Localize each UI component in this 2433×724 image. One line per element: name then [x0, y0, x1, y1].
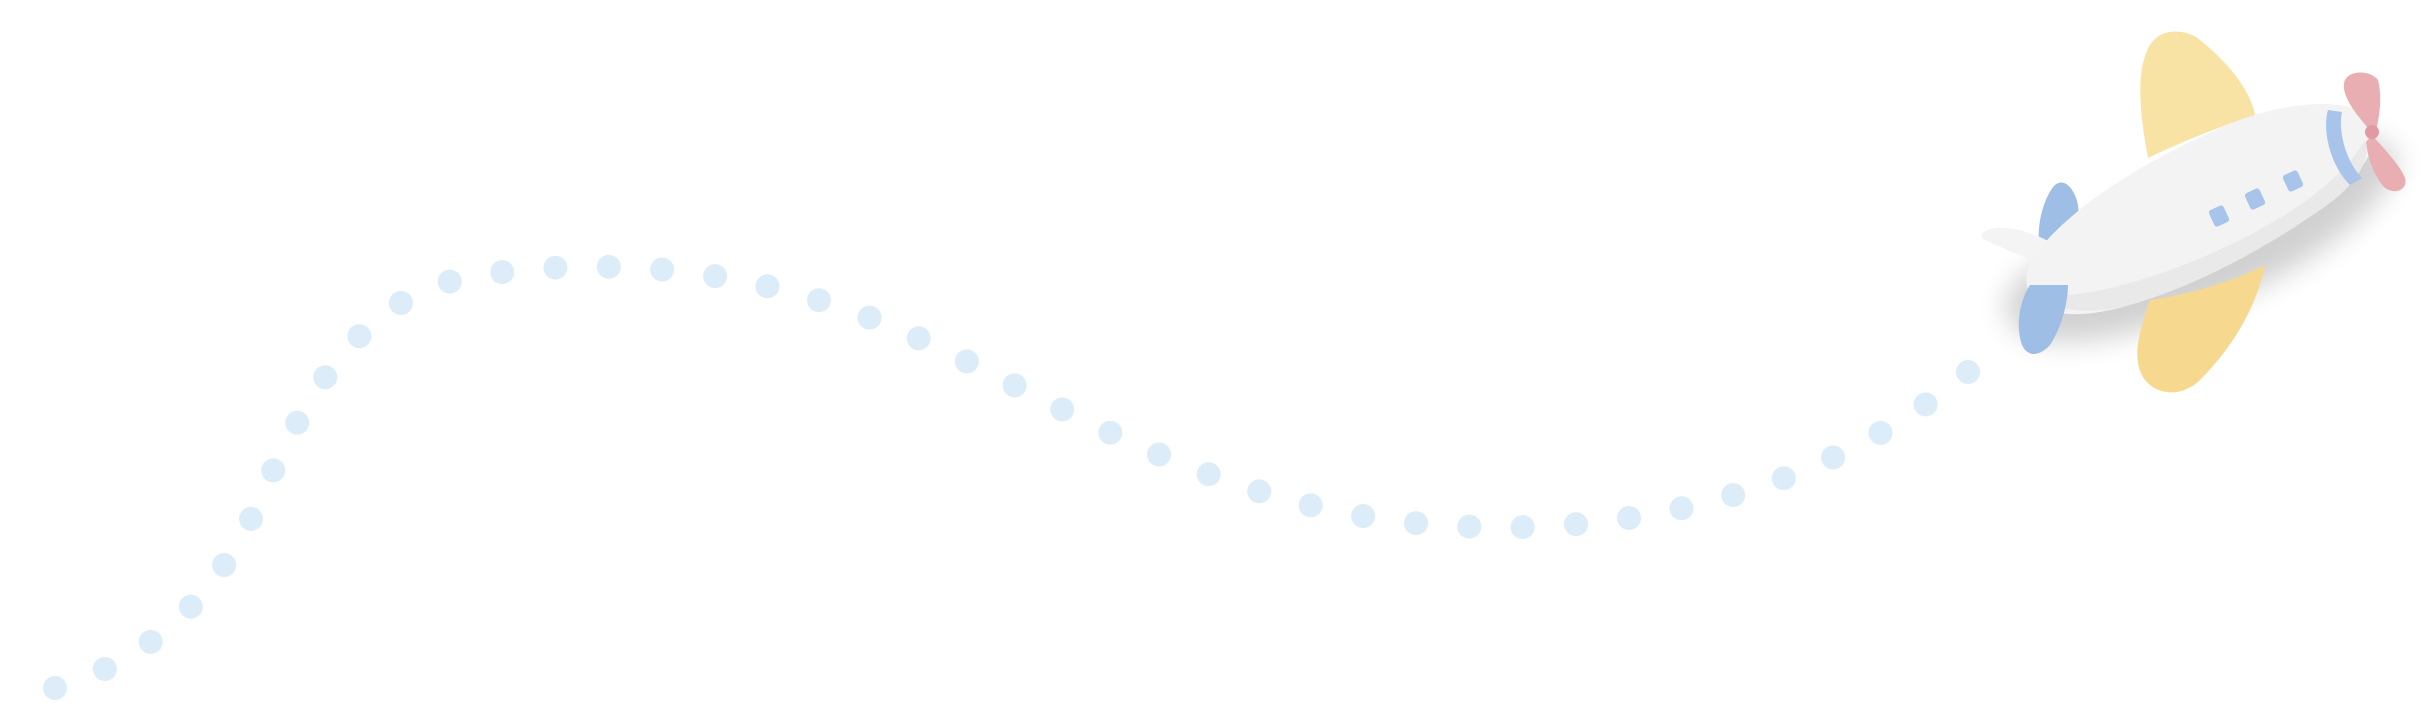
cockpit-window [2326, 110, 2362, 185]
window-3 [2282, 170, 2304, 192]
trail-dot [239, 506, 263, 531]
trail-dot [490, 260, 515, 285]
trail-dot [650, 257, 675, 282]
trail-dot [1669, 496, 1694, 521]
dotted-flight-path [43, 254, 1980, 700]
trail-dot [1868, 420, 1893, 445]
trail-dot [1510, 515, 1535, 540]
propeller-hub [2365, 125, 2379, 139]
trail-dot [1098, 420, 1123, 445]
trail-dot [857, 305, 882, 330]
trail-dot [1002, 373, 1027, 398]
trail-dot [1956, 360, 1980, 384]
trail-dot [285, 410, 310, 435]
trail-dot [1821, 445, 1846, 470]
trail-dot [1617, 506, 1641, 530]
lower-wing [2137, 265, 2265, 393]
trail-dot [1564, 512, 1588, 537]
propeller-blade-top [2343, 72, 2381, 130]
trail-dot [178, 594, 203, 619]
propeller-blade-bottom [2366, 135, 2406, 192]
trail-dot [703, 264, 728, 289]
trail-dot [1457, 514, 1482, 539]
propeller-icon [2343, 72, 2406, 192]
trail-dot [954, 349, 979, 374]
trail-dot [543, 255, 568, 280]
upper-wing [2140, 31, 2255, 158]
trail-dot [807, 288, 831, 313]
lower-stabilizer [2018, 285, 2068, 355]
trail-dot [437, 269, 462, 294]
trail-dot [1404, 511, 1428, 536]
trail-dot [43, 676, 67, 700]
trail-dot [906, 326, 931, 351]
trail-dot [1147, 442, 1171, 467]
trail-dot [1298, 493, 1323, 518]
trail-dot [138, 629, 163, 654]
trail-dot [1771, 466, 1796, 491]
trail-dot [313, 365, 338, 390]
trail-dot [388, 291, 413, 315]
trail-dot [1196, 462, 1221, 487]
window-1 [2208, 205, 2230, 227]
trail-dot [261, 458, 286, 483]
trail-dot [1050, 397, 1075, 422]
trail-dot [1721, 483, 1746, 508]
trail-dot [92, 657, 117, 681]
airplane-icon [1981, 31, 2406, 393]
trail-dot [212, 553, 237, 577]
trail-dot [596, 254, 621, 279]
trail-dot [755, 274, 780, 299]
trail-dot [1913, 392, 1938, 417]
trail-dot [1351, 504, 1376, 528]
fuselage-shade [2040, 140, 2367, 311]
trail-dot [1247, 479, 1272, 504]
window-2 [2244, 188, 2266, 210]
fuselage [2026, 104, 2375, 315]
trail-dot [347, 324, 372, 349]
